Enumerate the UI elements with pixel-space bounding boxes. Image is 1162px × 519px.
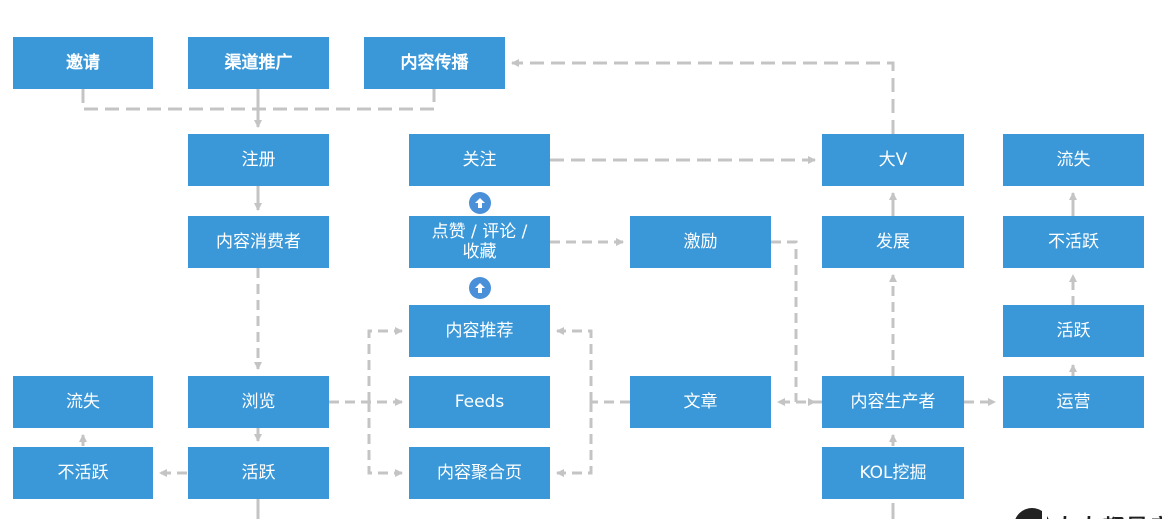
connector-bracket-left-bottom	[367, 402, 403, 477]
node-browse: 浏览	[188, 376, 329, 428]
node-register: 注册	[188, 134, 329, 186]
connector-bracket-right-bottom	[556, 402, 593, 477]
watermark-logo-icon	[1015, 508, 1049, 519]
connector-bracket-left	[367, 327, 403, 402]
node-channel-promotion: 渠道推广	[188, 37, 329, 89]
node-incentive: 激励	[630, 216, 771, 268]
node-big-v: 大V	[822, 134, 964, 186]
node-active-left: 活跃	[188, 447, 329, 499]
node-lost-left: 流失	[13, 376, 153, 428]
node-like-comment-collect: 点赞 / 评论 / 收藏	[409, 216, 550, 268]
node-article: 文章	[630, 376, 771, 428]
watermark: 人人都是产品经理	[1014, 504, 1162, 519]
node-follow: 关注	[409, 134, 550, 186]
connector-bracket-right-top	[556, 327, 593, 402]
watermark-text: 人人都是产品经理	[1054, 510, 1162, 519]
node-content-recommend: 内容推荐	[409, 305, 550, 357]
connector-bigv-spread	[511, 59, 895, 134]
node-operate: 运营	[1003, 376, 1144, 428]
node-active-right: 活跃	[1003, 305, 1144, 357]
node-invite: 邀请	[13, 37, 153, 89]
node-feeds: Feeds	[409, 376, 550, 428]
node-inactive-left: 不活跃	[13, 447, 153, 499]
node-inactive-right: 不活跃	[1003, 216, 1144, 268]
node-kol-mining: KOL挖掘	[822, 447, 964, 499]
connector-incentive-down	[771, 240, 798, 402]
node-content-consumer: 内容消费者	[188, 216, 329, 268]
node-content-aggregate: 内容聚合页	[409, 447, 550, 499]
arrow-up-circle-icon	[469, 192, 491, 214]
node-content-producer: 内容生产者	[822, 376, 964, 428]
node-content-spread: 内容传播	[364, 37, 505, 89]
arrow-up-circle-icon	[469, 277, 491, 299]
node-lost-right: 流失	[1003, 134, 1144, 186]
node-develop: 发展	[822, 216, 964, 268]
